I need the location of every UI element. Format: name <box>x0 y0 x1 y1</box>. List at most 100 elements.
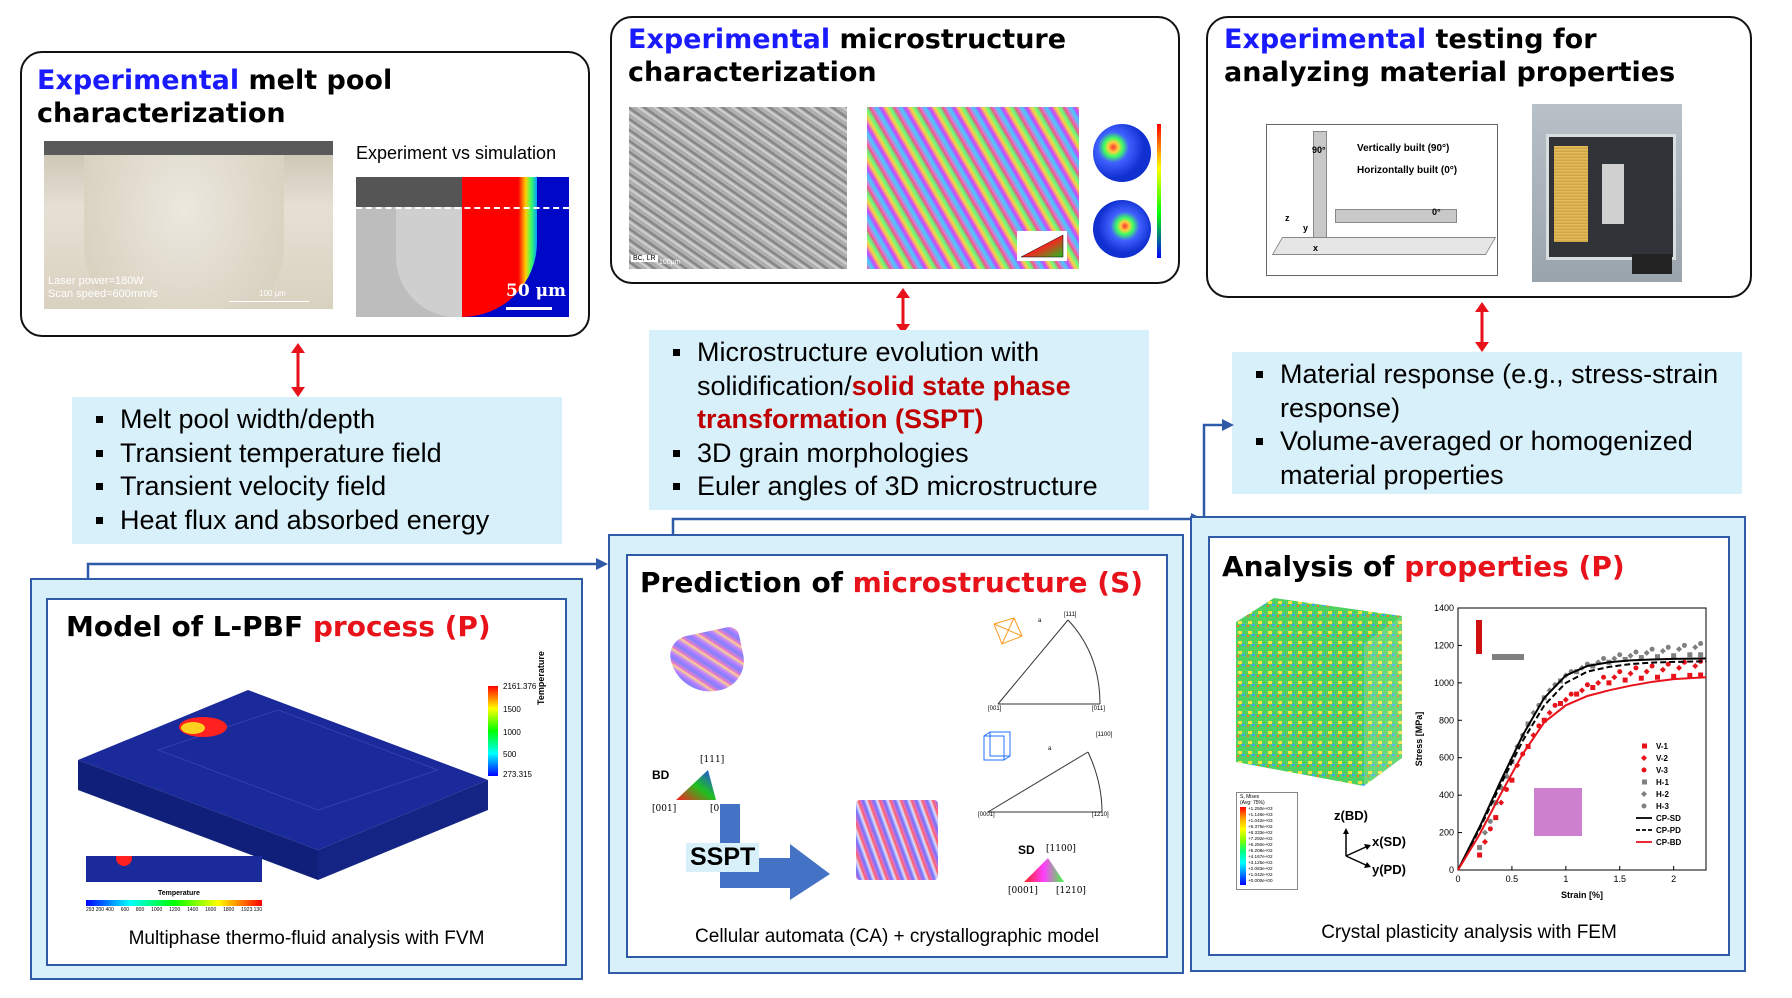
data-point-h-3 <box>1601 656 1607 662</box>
temp-tick: 2161.376 <box>503 682 537 691</box>
temp-legend-title: Temperature <box>536 651 546 705</box>
data-point-h-1 <box>1698 652 1704 658</box>
data-point-v-2 <box>1498 799 1505 806</box>
y-tick-label: 800 <box>1439 715 1454 725</box>
analysis-title: Analysis of properties (P) <box>1222 550 1625 583</box>
data-point-v-3 <box>1504 787 1510 793</box>
horizontal-specimen-icon <box>1492 654 1524 660</box>
testing-machine-photo <box>1532 104 1682 282</box>
powder-bed-model <box>78 690 488 880</box>
pole-figure-top <box>1093 124 1151 182</box>
arrow-mid-connector <box>896 288 910 334</box>
data-point-v-2 <box>1627 670 1634 677</box>
data-point-v-3 <box>1633 665 1639 671</box>
vertical-specimen-icon <box>1476 620 1482 654</box>
temp-tick: 1000 <box>503 728 521 737</box>
legend-label: CP-PD <box>1656 826 1681 835</box>
y-tick-label: 1000 <box>1434 678 1454 688</box>
pole-figure-bottom <box>1093 200 1151 258</box>
y-tick-label: 200 <box>1439 828 1454 838</box>
mises-legend-values: +1.250e+03+1.146e+03+1.042e+03+9.375e+02… <box>1248 806 1273 883</box>
process-model-frame: Model of L-PBF process (P) 2161.376 1500… <box>30 578 583 980</box>
data-point-h-3 <box>1681 642 1687 648</box>
data-point-v-3 <box>1584 682 1590 688</box>
x-tick-label: 1.5 <box>1613 874 1626 884</box>
arrow-left-connector <box>291 343 305 397</box>
pf-111-label: [111] <box>1064 612 1077 618</box>
data-point-v-3 <box>1601 674 1607 680</box>
legend-swatch <box>1641 791 1647 797</box>
bottom-temp-colorbar <box>86 900 262 906</box>
temp-tick: 1500 <box>503 705 521 714</box>
bullets-right-box: Material response (e.g., stress-strain r… <box>1232 352 1742 494</box>
y-tick-label: 600 <box>1439 753 1454 763</box>
pf-1100-label: [1100] <box>1096 732 1113 738</box>
y-tick-label: 1200 <box>1434 640 1454 650</box>
sd-label: SD <box>1018 843 1035 857</box>
hex-0001-label: [0001] <box>1008 886 1038 896</box>
data-point-v-1 <box>1622 677 1628 683</box>
y-axis-label: Stress [MPa] <box>1414 712 1424 767</box>
legend-label: V-1 <box>1656 742 1669 751</box>
data-point-v-1 <box>1671 673 1677 679</box>
simulation-image: 50 μm <box>356 177 569 317</box>
series-line-cp-sd <box>1457 657 1707 871</box>
data-point-h-1 <box>1622 656 1628 662</box>
bullets-left-box: Melt pool width/depth Transient temperat… <box>72 397 562 544</box>
analysis-frame: Analysis of properties (P) S, Mises (Avg… <box>1190 516 1746 972</box>
data-point-v-1 <box>1590 685 1596 691</box>
x-axis-label: Strain [%] <box>1561 890 1603 900</box>
sim-scale-label: 50 μm <box>506 281 567 301</box>
pf-011-label: [011] <box>1092 706 1105 712</box>
testing-panel: Experimental testing for analyzing mater… <box>1206 16 1752 298</box>
data-point-v-3 <box>1568 691 1574 697</box>
bullet-item: Microstructure evolution with solidifica… <box>671 336 1139 437</box>
sem-stamp: BC, LR <box>631 255 658 262</box>
melt-pool-section <box>86 856 262 882</box>
sem-scale-label: 100μm <box>659 259 681 266</box>
data-point-v-3 <box>1552 702 1558 708</box>
hex-pole-figure <box>983 731 1103 813</box>
legend-label: CP-BD <box>1656 838 1682 847</box>
process-model-title: Model of L-PBF process (P) <box>66 610 491 643</box>
micro-scale-bar <box>229 301 309 302</box>
data-point-v-1 <box>1541 717 1547 723</box>
data-point-v-1 <box>1638 675 1644 681</box>
data-point-v-2 <box>1579 687 1585 694</box>
bullet-item: Transient velocity field <box>94 470 552 504</box>
hex-1100-label: [1100] <box>1046 844 1076 854</box>
x-tick-label: 2 <box>1671 874 1676 884</box>
laser-power-label: Laser power=180W <box>48 275 144 287</box>
data-point-v-1 <box>1509 777 1515 783</box>
temp-tick: 273.315 <box>503 770 532 779</box>
data-point-v-3 <box>1649 663 1655 669</box>
bullet-item: Melt pool width/depth <box>94 403 552 437</box>
data-point-h-1 <box>1477 845 1483 851</box>
data-point-h-3 <box>1649 646 1655 652</box>
axis-z-label: z <box>1285 213 1290 223</box>
bullet-item: Volume-averaged or homogenized material … <box>1254 425 1732 492</box>
vertical-built-label: Vertically built (90°) <box>1357 143 1450 154</box>
legend-label: V-2 <box>1656 754 1669 763</box>
data-point-v-2 <box>1562 696 1569 703</box>
sspt-arrow <box>720 804 830 900</box>
data-point-v-2 <box>1530 732 1537 739</box>
pole-colorbar <box>1157 124 1161 258</box>
triad-axes <box>1343 828 1371 868</box>
temp-tick: 500 <box>503 750 517 759</box>
process-model-caption: Multiphase thermo-fluid analysis with FV… <box>128 928 485 949</box>
bullet-item: Material response (e.g., stress-strain r… <box>1254 358 1732 425</box>
ca-grain-patch <box>666 625 750 699</box>
angle-90-label: 90° <box>1312 145 1326 155</box>
analysis-caption: Crystal plasticity analysis with FEM <box>1321 922 1617 943</box>
data-point-h-3 <box>1698 641 1704 647</box>
bullet-item: Euler angles of 3D microstructure <box>671 470 1139 504</box>
data-point-h-3 <box>1633 649 1639 655</box>
data-point-h-1 <box>1654 654 1660 660</box>
specimen-schematic: 90° 0° Vertically built (90°) Horizontal… <box>1266 124 1498 276</box>
data-point-v-1 <box>1493 815 1499 821</box>
data-point-v-1 <box>1606 680 1612 686</box>
data-point-h-2 <box>1659 648 1666 655</box>
data-point-h-1 <box>1638 655 1644 661</box>
